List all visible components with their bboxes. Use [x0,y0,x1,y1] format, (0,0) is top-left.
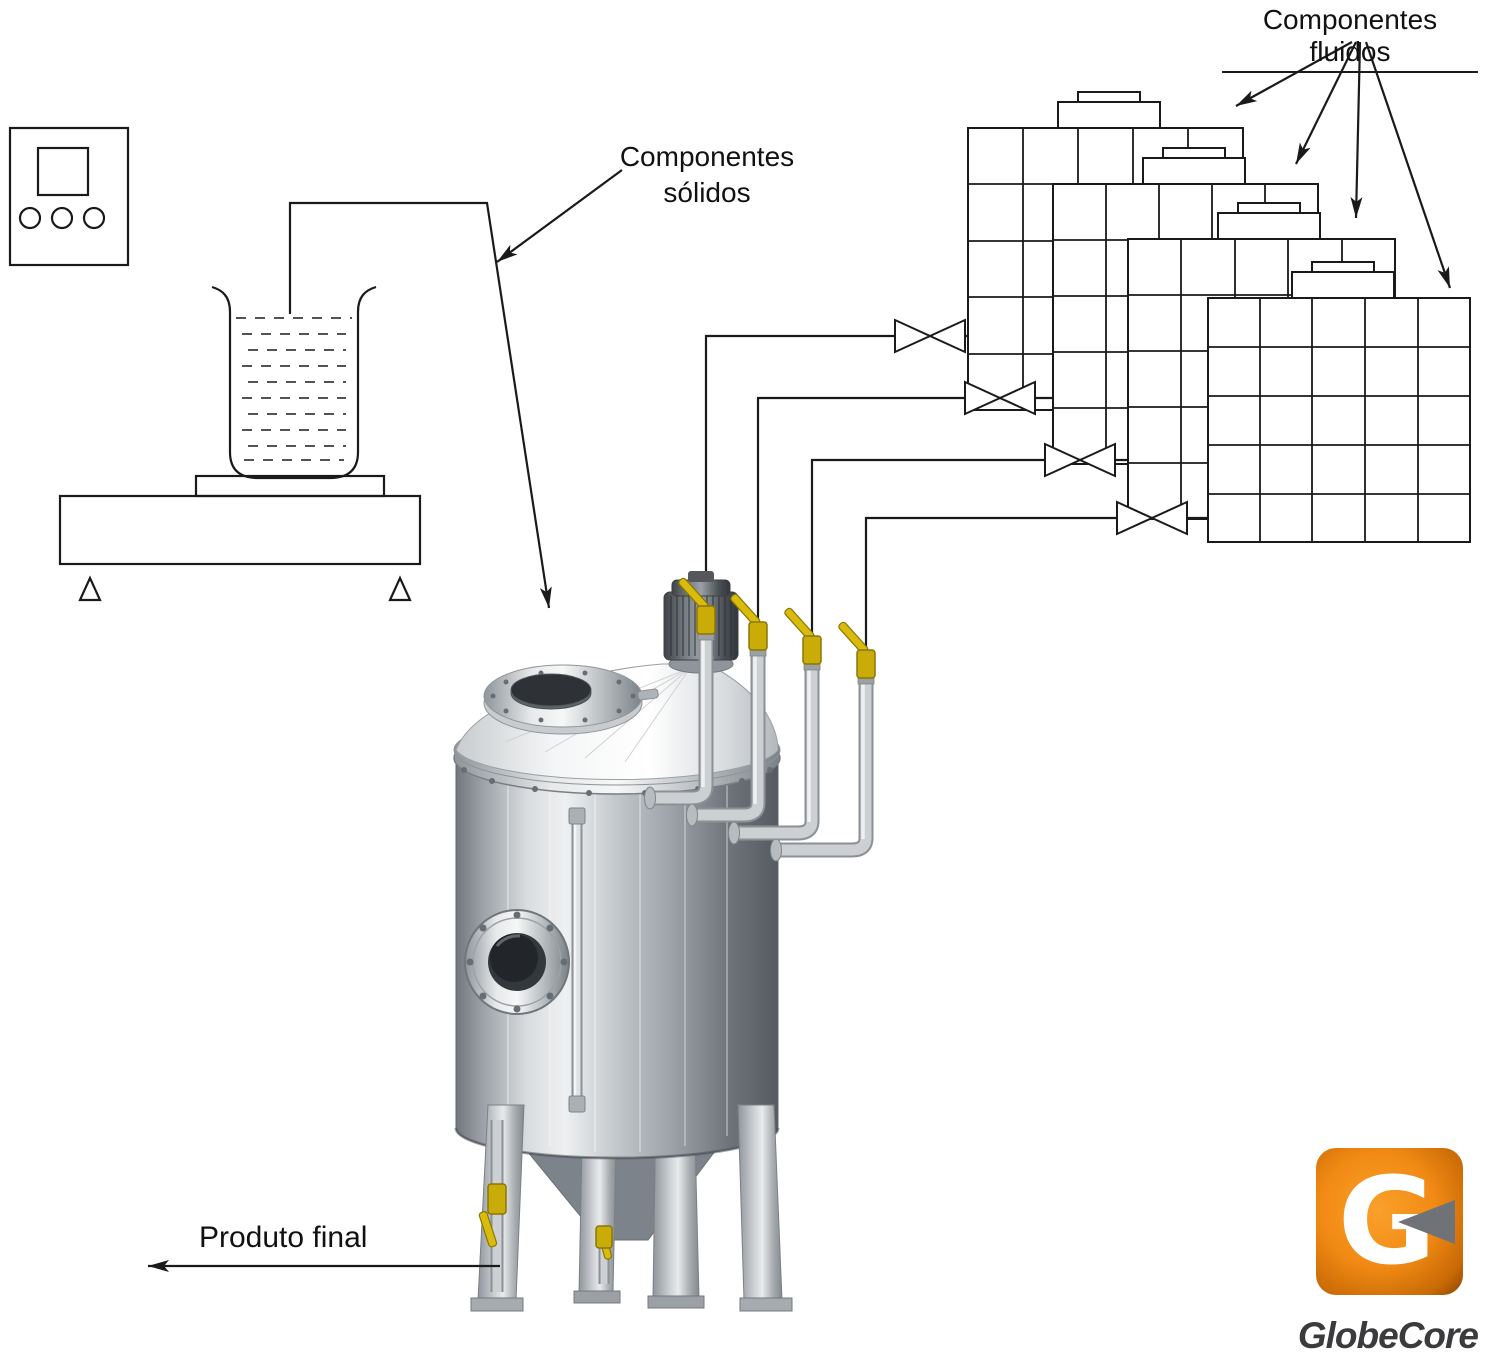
inlet-valve-1 [644,577,716,810]
scale-platform [58,494,422,566]
manhole [483,664,659,735]
pipeline-valve-3 [1044,442,1116,478]
final-product-label: Produto final [199,1221,368,1254]
scale-foot-right [388,575,412,602]
mixing-tank [453,571,876,1312]
center-drain-valve [595,1225,613,1284]
inlet-valve-2 [686,593,768,827]
pipeline-valve-4 [1116,500,1188,536]
fluid-components-label: Componentes fluidos [1222,4,1478,73]
beaker [228,312,360,480]
scale-foot-left [78,575,102,602]
drain-valve [478,1120,507,1292]
sight-glass [568,807,586,1113]
globecore-wordmark: GlobeCore [1298,1315,1479,1356]
weighing-scale [58,285,422,602]
inlet-valve-4 [770,621,876,862]
globecore-logo-mark [1316,1148,1463,1295]
inlet-valve-3 [728,607,822,845]
globecore-monogram-swoosh [1398,1200,1455,1244]
porthole [464,909,570,1015]
tank-leg-front-right [737,1104,793,1312]
globecore-logo: G GlobeCore [1298,1148,1479,1356]
fluid-pipe-lines [704,334,1208,650]
control-panel [8,126,130,267]
fluid-supply-arrows [1235,41,1452,289]
beaker-liquid [236,317,352,461]
solid-components-label: Componentes sólidos [619,141,795,209]
pipeline-valve-2 [964,380,1036,416]
ibc-container-4 [1207,261,1471,543]
solids-label-leader [496,169,623,263]
solids-feed-line [288,169,623,609]
pipeline-valve-1 [894,318,966,354]
